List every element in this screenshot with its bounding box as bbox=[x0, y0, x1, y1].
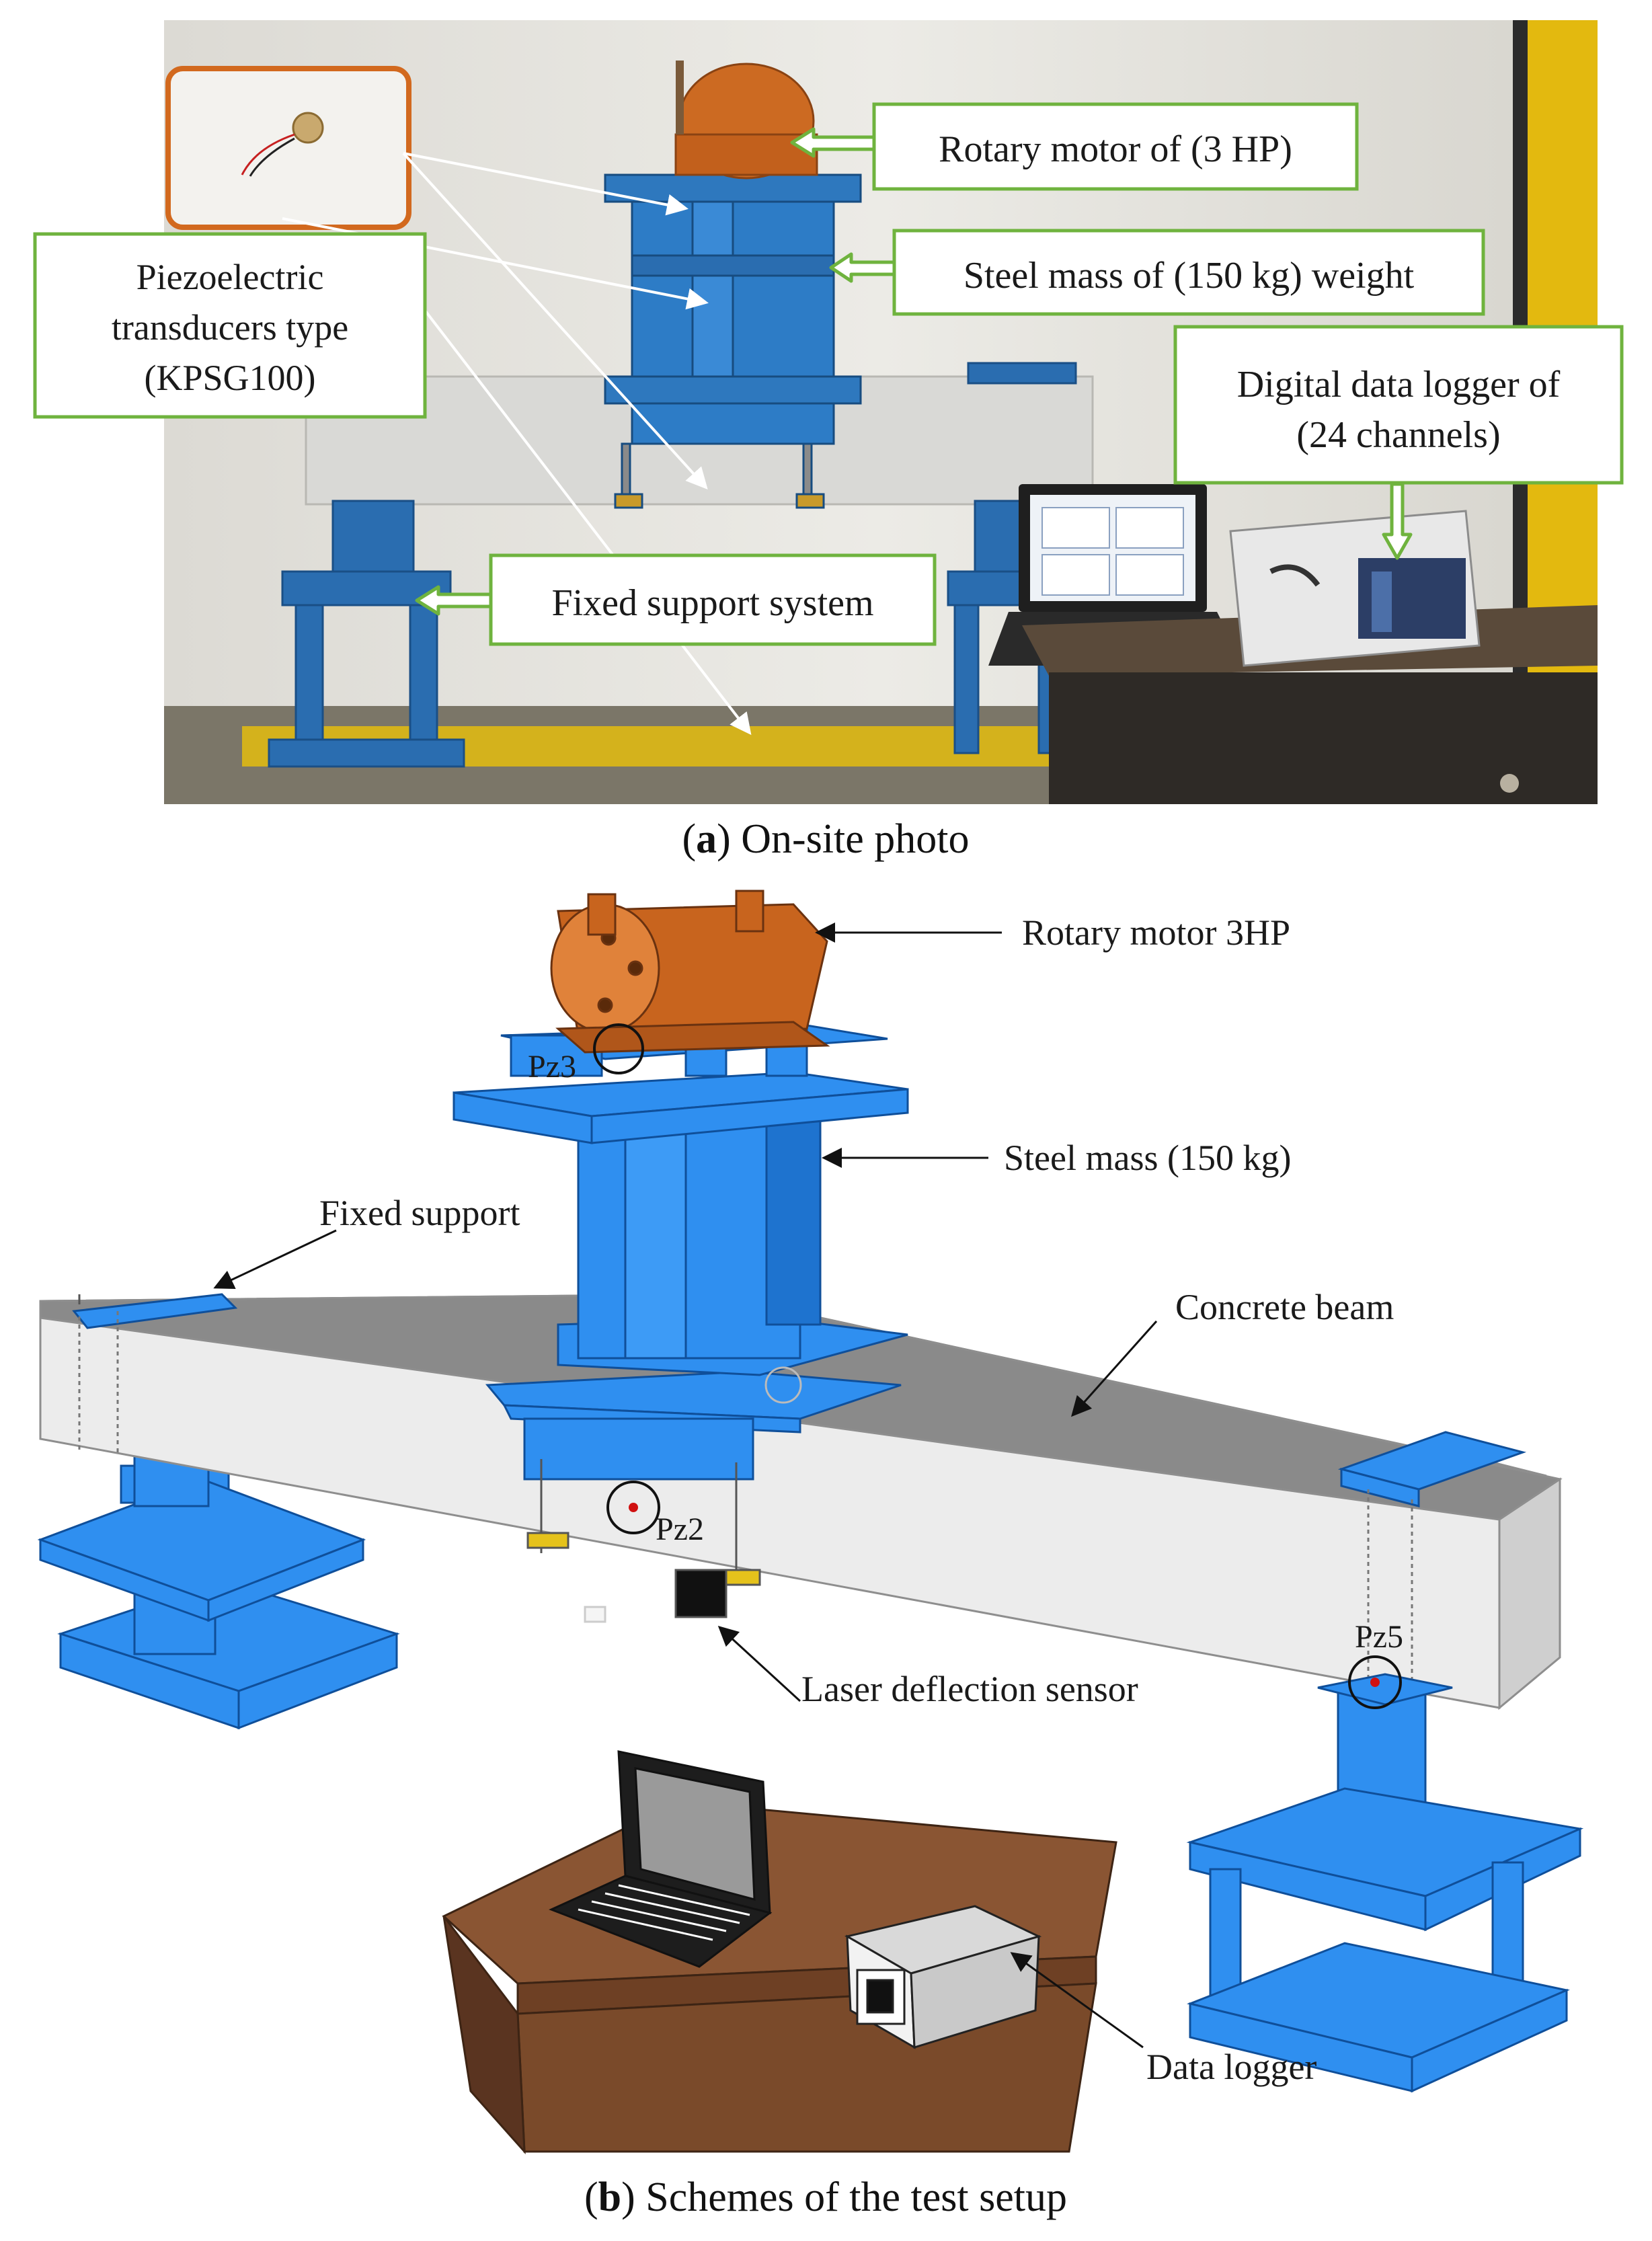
label-pz5: Pz5 bbox=[1355, 1619, 1403, 1655]
piezo-inset bbox=[165, 66, 411, 230]
callout-piezo: Piezoelectric transducers type (KPSG100) bbox=[33, 232, 427, 419]
callout-support-text: Fixed support system bbox=[551, 582, 873, 624]
photo-left-support bbox=[268, 500, 465, 768]
scheme-rotary-motor bbox=[550, 890, 830, 1054]
beam-end-face bbox=[1498, 1477, 1561, 1711]
scheme-leader-arrows bbox=[213, 922, 1158, 2049]
label-concrete-beam: Concrete beam bbox=[1175, 1287, 1394, 1327]
scheme-data-logger bbox=[844, 1905, 1042, 2049]
arrow-fixed bbox=[213, 1229, 337, 1290]
green-callout-arrows bbox=[415, 127, 1413, 616]
scheme-clamps bbox=[526, 1459, 761, 1623]
callout-support: Fixed support system bbox=[489, 553, 937, 646]
photo-rotary-motor bbox=[674, 61, 818, 180]
callout-piezo-line3: (KPSG100) bbox=[144, 358, 315, 398]
caption-b-text: ) Schemes of the test setup bbox=[621, 2174, 1067, 2220]
label-pz2: Pz2 bbox=[656, 1511, 704, 1547]
callout-logger-line2: (24 channels) bbox=[1296, 414, 1500, 456]
pz-mid-circle bbox=[764, 1366, 802, 1404]
callout-piezo-line2: transducers type bbox=[112, 307, 348, 348]
piezo-disc bbox=[292, 112, 324, 144]
scheme-fixed-plate-right bbox=[1337, 1431, 1527, 1681]
callout-steel: Steel mass of (150 kg) weight bbox=[892, 229, 1485, 316]
caption-b-letter: b bbox=[598, 2174, 621, 2220]
piezo-inset-frame bbox=[165, 66, 411, 230]
pz3-circle bbox=[593, 1023, 644, 1074]
photo-steel-mass bbox=[604, 173, 862, 509]
leader-arrow-pz3 bbox=[403, 152, 689, 216]
callout-steel-text: Steel mass of (150 kg) weight bbox=[963, 255, 1415, 297]
piezo-markers bbox=[593, 1023, 1402, 1709]
photo-data-logger bbox=[1229, 510, 1481, 667]
callout-logger: Digital data logger of (24 channels) bbox=[1173, 325, 1624, 485]
callout-motor-text: Rotary motor of (3 HP) bbox=[939, 128, 1292, 170]
scheme-panel: Rotary motor 3HP Steel mass (150 kg) Fix… bbox=[37, 890, 1584, 2220]
laptop-keyboard bbox=[549, 1875, 773, 1968]
scheme-fixed-plate-left bbox=[72, 1293, 238, 1452]
caption-a: (a) On-site photo bbox=[682, 816, 969, 862]
pz5-circle bbox=[1348, 1655, 1402, 1709]
laser-sensor-body bbox=[674, 1569, 727, 1618]
piezo-wire bbox=[241, 133, 295, 175]
scheme-laptop bbox=[549, 1750, 773, 1968]
pz2-dot bbox=[629, 1503, 638, 1512]
label-steel: Steel mass (150 kg) bbox=[1004, 1138, 1291, 1178]
label-motor: Rotary motor 3HP bbox=[1022, 912, 1290, 953]
caption-a-letter: a bbox=[696, 816, 717, 862]
callout-piezo-line1: Piezoelectric bbox=[136, 257, 324, 297]
callout-motor: Rotary motor of (3 HP) bbox=[872, 102, 1359, 191]
caption-a-text: ) On-site photo bbox=[717, 816, 969, 862]
arrow-logger bbox=[1010, 1952, 1144, 2049]
leader-arrow-pz5 bbox=[402, 281, 752, 736]
table-side bbox=[442, 1916, 526, 2155]
callout-logger-line1: Digital data logger of bbox=[1237, 364, 1561, 405]
pz5-dot bbox=[1370, 1678, 1380, 1687]
arrow-laser bbox=[717, 1625, 801, 1702]
leader-arrow-pz2 bbox=[402, 152, 708, 489]
onsite-photo-panel: Piezoelectric transducers type (KPSG100)… bbox=[33, 20, 1624, 862]
arrow-beam bbox=[1071, 1321, 1158, 1417]
caption-b: (b) Schemes of the test setup bbox=[584, 2174, 1067, 2220]
steel-column bbox=[577, 1101, 801, 1360]
label-laser: Laser deflection sensor bbox=[801, 1669, 1138, 1709]
label-data-logger: Data logger bbox=[1146, 2047, 1316, 2087]
scheme-right-support bbox=[1186, 1673, 1584, 2093]
label-fixed-support: Fixed support bbox=[319, 1193, 520, 1233]
pz2-circle bbox=[606, 1481, 660, 1534]
scheme-left-support bbox=[37, 1444, 400, 1730]
label-pz3: Pz3 bbox=[528, 1049, 576, 1085]
